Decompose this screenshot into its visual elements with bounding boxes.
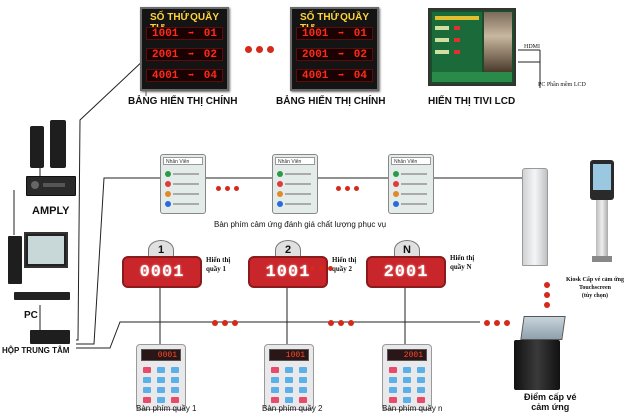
main-display-board-1: SỐ THỨ TỰ QUẦY 1001➡01 2001➡02 4001➡04 (140, 7, 229, 91)
amplifier (26, 176, 76, 196)
counter-keypad-n: 2001 (382, 344, 432, 410)
kiosk-label-line: Touchscreen (578, 285, 611, 291)
board-ticket: 2001 (152, 48, 179, 61)
board-counter: 04 (203, 69, 217, 82)
kiosk-label: Kiosk Cấp vé cảm ứng Touchscreen (tùy ch… (566, 276, 624, 300)
board-counter: 01 (203, 27, 217, 40)
board-row: 4001 ➡ 04 (146, 69, 223, 82)
board-header-counter: QUẦY (340, 12, 369, 23)
ticket-point-line: cảm ứng (531, 402, 570, 412)
hdmi-label: HDMI (524, 44, 540, 50)
keypad-screen: 0001 (141, 349, 181, 361)
board-header-counter: QUẦY (190, 12, 219, 23)
counter-note-line: quầy N (450, 263, 472, 271)
board-label-2: BẢNG HIỂN THỊ CHÍNH (276, 96, 386, 107)
keypad-screen: 1001 (269, 349, 309, 361)
board-counter: 01 (353, 27, 367, 40)
central-hub (30, 330, 70, 344)
counter-note-line: quầy 1 (206, 265, 227, 273)
counter-note-line: Hiển thị (332, 256, 357, 264)
board-ticket: 4001 (302, 69, 329, 82)
tv-lcd (428, 8, 516, 86)
ticket-point-line: Điểm cấp vé (524, 392, 577, 402)
counter-keypad-label-2: Bàn phím quầy 2 (262, 404, 323, 413)
ticket-touch-point (514, 316, 574, 390)
pc-software-label: PC Phần mềm LCD (538, 82, 586, 88)
amply-label: AMPLY (32, 205, 70, 217)
counter-note-line: quầy 2 (332, 265, 353, 273)
board-row: 2001 ➡ 02 (296, 48, 373, 61)
more-dots (212, 320, 238, 326)
board-counter: 02 (203, 48, 217, 61)
ticket-point-label: Điểm cấp vé cảm ứng (524, 392, 577, 412)
tv-table-area (432, 12, 482, 72)
board-ticket: 2001 (302, 48, 329, 61)
rating-keypad-3: Nhân Viên (388, 154, 434, 214)
rating-label: Bàn phím cảm ứng đánh giá chất lượng phụ… (214, 220, 387, 229)
tv-video-area (484, 12, 512, 72)
counter-note-line: Hiển thị (450, 254, 475, 262)
speaker-right (50, 120, 66, 168)
main-display-board-2: SỐ THỨ TỰ QUẦY 1001➡01 2001➡02 4001➡04 (290, 7, 379, 91)
board-label-1: BẢNG HIỂN THỊ CHÍNH (128, 96, 238, 107)
pc-keyboard (14, 292, 70, 300)
speaker-left (30, 126, 44, 168)
counter-keypad-1: 0001 (136, 344, 186, 410)
tv-label: HIỂN THỊ TIVI LCD (428, 96, 516, 107)
counter-number: 0001 (139, 262, 185, 282)
more-dots (328, 320, 354, 326)
board-ticket: 4001 (152, 69, 179, 82)
board-row: 1001 ➡ 01 (146, 27, 223, 40)
arrow-right-icon: ➡ (338, 28, 345, 40)
pc-tower (8, 236, 22, 284)
counter-number: 2001 (383, 262, 429, 282)
arrow-right-icon: ➡ (188, 49, 195, 61)
more-dots (336, 186, 359, 191)
more-dots (245, 46, 274, 53)
rating-keypad-title: Nhân Viên (275, 157, 315, 165)
counter-display-1: 0001 (122, 256, 202, 288)
kiosk-stand-grey (522, 168, 548, 266)
tv-ticker (432, 72, 512, 82)
more-dots (484, 320, 510, 326)
rating-keypad-title: Nhân Viên (163, 157, 203, 165)
arrow-right-icon: ➡ (188, 70, 195, 82)
rating-keypad-2: Nhân Viên (272, 154, 318, 214)
board-counter: 02 (353, 48, 367, 61)
counter-badge-1: 1 (148, 240, 174, 260)
board-row: 1001 ➡ 01 (296, 27, 373, 40)
counter-display-2: 1001 (248, 256, 328, 288)
kiosk-touchscreen (590, 160, 614, 264)
more-dots-counters (310, 266, 333, 271)
hub-label: HỘP TRUNG TÂM (2, 346, 70, 355)
pc-label: PC (24, 310, 38, 321)
counter-keypad-label-1: Bàn phím quầy 1 (136, 404, 197, 413)
arrow-right-icon: ➡ (188, 28, 195, 40)
board-row: 2001 ➡ 02 (146, 48, 223, 61)
counter-display-n: 2001 (366, 256, 446, 288)
rating-keypad-title: Nhân Viên (391, 157, 431, 165)
rating-keypad-1: Nhân Viên (160, 154, 206, 214)
counter-keypad-label-n: Bàn phím quầy n (382, 404, 443, 413)
more-dots (216, 186, 239, 191)
counter-number: 1001 (265, 262, 311, 282)
arrow-right-icon: ➡ (338, 49, 345, 61)
counter-note-line: Hiển thị (206, 256, 231, 264)
counter-keypad-2: 1001 (264, 344, 314, 410)
arrow-right-icon: ➡ (338, 70, 345, 82)
board-row: 4001 ➡ 04 (296, 69, 373, 82)
board-ticket: 1001 (152, 27, 179, 40)
kiosk-label-line: Kiosk Cấp vé cảm ứng (566, 277, 624, 283)
board-counter: 04 (353, 69, 367, 82)
pc-monitor (24, 232, 68, 268)
kiosk-label-line: (tùy chọn) (581, 293, 609, 299)
keypad-screen: 2001 (387, 349, 427, 361)
board-ticket: 1001 (302, 27, 329, 40)
